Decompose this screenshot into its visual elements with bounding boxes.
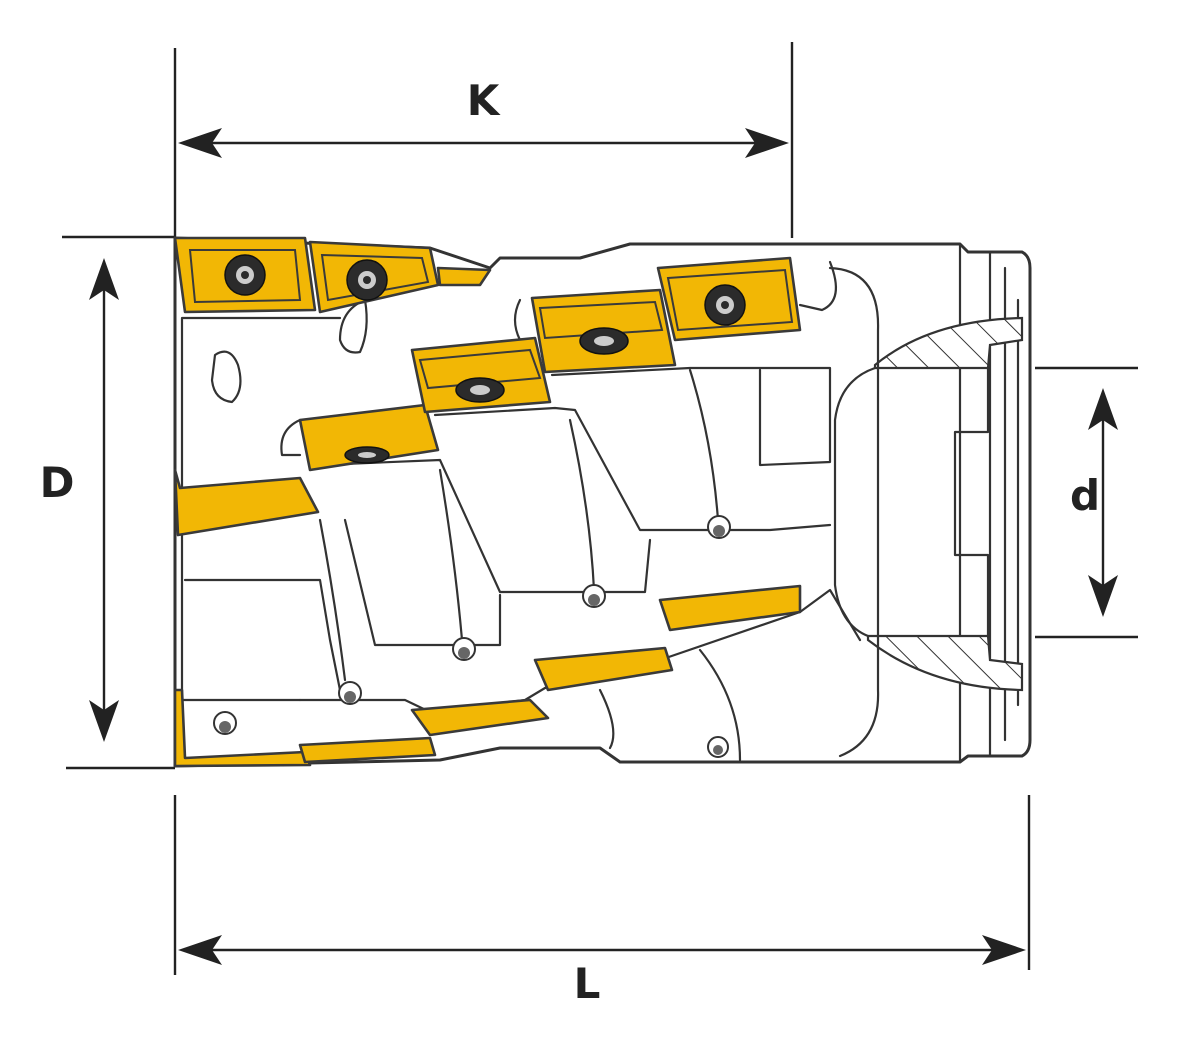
torx-screw-icon (224, 254, 266, 296)
flute-curve-4 (688, 368, 720, 522)
step-row-3 (318, 458, 652, 594)
k-arrow-left (178, 128, 222, 158)
cutter-body (173, 236, 1032, 768)
dimension-label-l: L (574, 959, 601, 1008)
coolant-hole-icon (707, 736, 729, 758)
lower-edge (298, 588, 862, 714)
insert-top-tail (436, 266, 492, 287)
torx-screw-icon (579, 327, 629, 355)
small-d-arrow-bottom (1088, 575, 1118, 617)
step-row-5 (183, 578, 342, 692)
step-row-1 (550, 366, 832, 467)
coolant-hole-icon (452, 637, 476, 661)
big-d-arrow-bottom (89, 700, 119, 742)
l-arrow-left (178, 935, 222, 965)
coolant-holes (213, 515, 731, 758)
insert-step-1 (298, 403, 440, 472)
coolant-hole-icon (582, 584, 606, 608)
dimension-lines (62, 42, 1138, 975)
body-outline (173, 236, 1032, 768)
coolant-hole-icon (213, 711, 237, 735)
insert-bottom-4 (658, 584, 802, 632)
insert-step-2 (410, 336, 552, 414)
torx-screw-icon (455, 377, 505, 403)
dimension-label-small-d: d (1070, 471, 1100, 520)
chip-pocket-2 (280, 418, 302, 457)
step-row-4 (343, 518, 502, 647)
chip-pocket-1 (338, 298, 368, 354)
torx-screw-icon (344, 446, 390, 464)
oval-pocket (210, 350, 242, 404)
k-arrow-right (745, 128, 789, 158)
insert-bottom-2 (410, 698, 550, 737)
step-row-2 (433, 406, 832, 532)
flute-curve-1 (318, 518, 347, 682)
torx-screw-icon (346, 259, 388, 301)
dimension-label-k: K (467, 76, 501, 125)
dimension-label-big-d: D (40, 458, 75, 507)
screws (224, 254, 746, 464)
big-d-arrow-top (89, 258, 119, 300)
torx-screw-icon (704, 284, 746, 326)
coolant-hole-icon (707, 515, 731, 539)
insert-left-side (173, 468, 320, 537)
chip-pocket-4 (798, 260, 838, 312)
section-hatch-top (873, 316, 1024, 370)
section-hatch-bottom (866, 634, 1024, 692)
coolant-hole-icon (338, 681, 362, 705)
small-d-arrow-top (1088, 388, 1118, 430)
flute-curve-2 (438, 468, 464, 642)
lower-spiral-1 (598, 648, 742, 762)
chip-pocket-3 (513, 298, 522, 342)
l-arrow-right (982, 935, 1026, 965)
insert-bottom-3 (533, 646, 674, 692)
right-shoulder (828, 266, 880, 758)
flute-curve-3 (568, 418, 596, 592)
insert-bottom-1 (298, 736, 437, 764)
